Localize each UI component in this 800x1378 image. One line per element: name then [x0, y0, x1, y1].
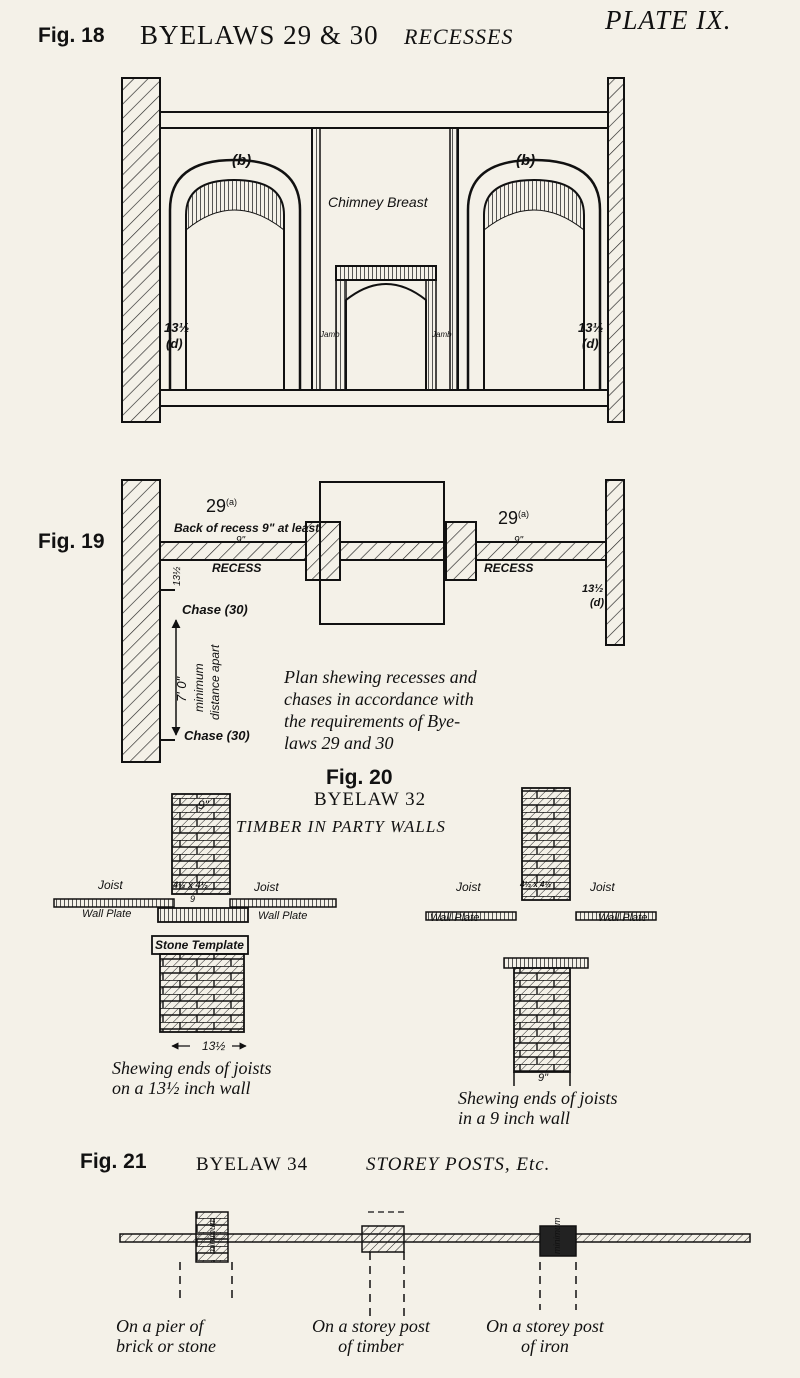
- fig20-stone-template: Stone Template: [155, 938, 244, 952]
- fig18-d-right: (d): [582, 336, 599, 351]
- fig20-byelaw: BYELAW 32: [314, 789, 427, 810]
- fig19-chase-bottom: Chase (30): [184, 728, 250, 743]
- fig19-distance-apart: distance apart: [208, 644, 222, 720]
- fig20-wall-plate-3: Wall Plate: [430, 912, 480, 924]
- fig18-elevation: [121, 77, 625, 423]
- fig20-wall-plate-4: Wall Plate: [598, 912, 648, 924]
- fig20-small-nine: 9: [190, 894, 196, 904]
- fig20-four-half-right: 4½ x 4½: [520, 880, 552, 889]
- fig18-jamb-left: Jamb: [320, 330, 340, 339]
- fig19-back-of-recess: Back of recess 9" at least: [174, 521, 320, 535]
- fig19-byelaw-right: 29(a): [498, 508, 530, 528]
- fig20-nine-top: 9": [198, 798, 209, 812]
- header-recesses: RECESSES: [404, 24, 514, 49]
- fig19-recess-right: RECESS: [484, 561, 534, 575]
- fig18-dim-right: 13½: [578, 320, 604, 335]
- fig21-minimum-right: minimum: [552, 1217, 562, 1254]
- fig20-four-half-left: 4½ x 4½: [173, 880, 209, 890]
- fig18-dim-left: 13½: [164, 320, 190, 335]
- fig21-caption-pier: On a pier of brick or stone: [116, 1316, 216, 1356]
- fig21-title: STOREY POSTS, Etc.: [366, 1154, 551, 1175]
- fig20-left-wall: [53, 793, 337, 1050]
- fig20-title: TIMBER IN PARTY WALLS: [236, 817, 446, 836]
- fig20-joist-2: Joist: [254, 880, 279, 894]
- fig20-joist-1: Joist: [98, 878, 123, 892]
- fig18-b-right: (b): [516, 152, 536, 169]
- fig21-byelaw: BYELAW 34: [196, 1154, 309, 1175]
- fig20-wall-plate-2: Wall Plate: [258, 910, 308, 922]
- fig19-nine-right: 9": [514, 535, 524, 546]
- fig19-label: Fig. 19: [38, 530, 105, 553]
- fig20-caption-left: Shewing ends of joists on a 13½ inch wal…: [112, 1058, 272, 1098]
- fig19-chase-top: Chase (30): [182, 602, 248, 617]
- fig18-chimney-breast: Chimney Breast: [328, 194, 428, 210]
- fig19-dim-13-top: 13½: [172, 566, 183, 586]
- fig19-caption: Plan shewing recesses and chases in acco…: [284, 667, 477, 753]
- fig20-dim-13: 13½: [202, 1039, 226, 1053]
- fig21-caption-iron: On a storey post of iron: [486, 1316, 604, 1356]
- fig19-byelaw-left: 29(a): [206, 496, 238, 516]
- fig19-nine-left: 9": [236, 535, 246, 546]
- fig20-right-wall: [425, 787, 657, 1086]
- fig18-label: Fig. 18: [38, 24, 105, 47]
- fig20-joist-3: Joist: [456, 880, 481, 894]
- fig19-minimum: minimum: [192, 663, 206, 712]
- fig20-caption-right: Shewing ends of joists in a 9 inch wall: [458, 1088, 618, 1128]
- fig20-label: Fig. 20: [326, 766, 393, 789]
- header-byelaws: BYELAWS 29 & 30: [140, 20, 379, 50]
- fig18-b-left: (b): [232, 152, 252, 169]
- fig19-seven-ft: 7' 0": [174, 676, 189, 702]
- fig19-plan: [121, 479, 625, 763]
- fig21-drawing: [119, 1211, 751, 1320]
- fig21-minimum-left: minimum: [207, 1217, 217, 1254]
- fig19-recess-left: RECESS: [212, 561, 262, 575]
- fig19-d-right: (d): [590, 597, 605, 609]
- fig20-nine-bottom: 9": [538, 1072, 549, 1084]
- fig18-d-left: (d): [166, 336, 183, 351]
- fig18-jamb-right: Jamb: [432, 330, 452, 339]
- fig21-label: Fig. 21: [80, 1150, 147, 1173]
- fig20-wall-plate-1: Wall Plate: [82, 908, 132, 920]
- fig20-joist-4: Joist: [590, 880, 615, 894]
- plate-label: PLATE IX.: [605, 5, 732, 35]
- fig21-caption-timber: On a storey post of timber: [312, 1316, 430, 1356]
- fig19-dim-13-right: 13½: [582, 583, 604, 595]
